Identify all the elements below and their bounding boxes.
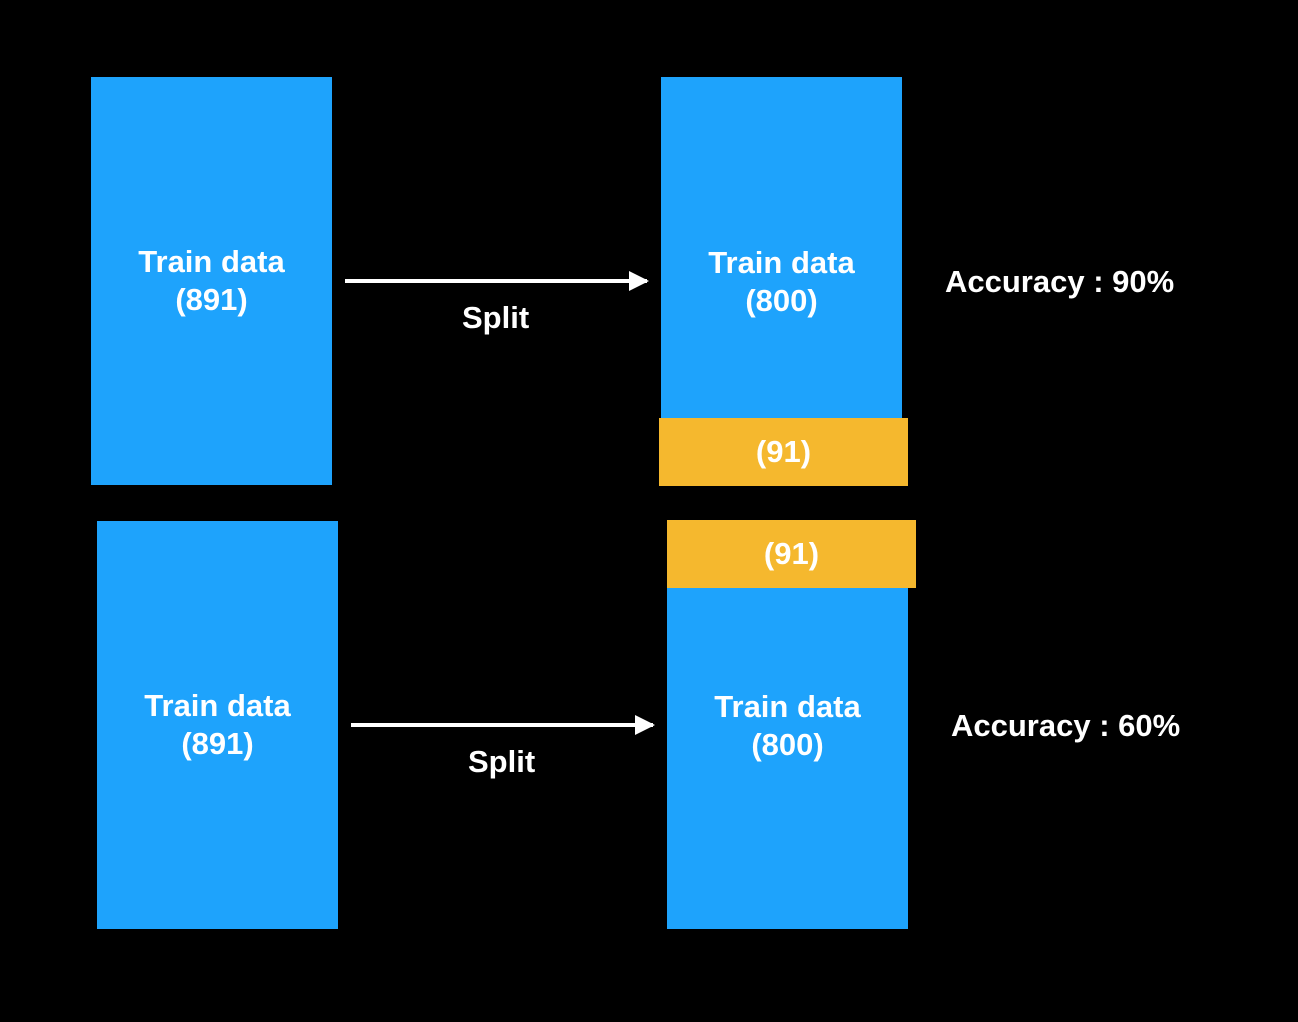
source-train-count-1: (891) [175,282,248,317]
split-arrow-2 [351,715,655,735]
holdout-box-1: (91) [659,418,908,486]
holdout-box-2: (91) [667,520,916,588]
source-train-title-1: Train data [138,244,285,279]
split-train-box-2: Train data (800) [667,587,908,929]
holdout-count-2: (91) [763,536,820,571]
arrow-head-1 [629,271,649,291]
split-train-title-2: Train data [714,689,861,724]
accuracy-label-1: Accuracy : 90% [945,264,1175,299]
accuracy-label-2: Accuracy : 60% [951,708,1181,743]
source-train-count-2: (891) [181,726,254,761]
holdout-count-1: (91) [755,434,812,469]
split-train-count-1: (800) [745,283,818,318]
source-train-box-1: Train data (891) [91,77,332,485]
split-train-box-1: Train data (800) [661,77,902,418]
split-arrow-1 [345,271,649,291]
source-train-title-2: Train data [144,688,291,723]
split-label-1: Split [462,300,530,335]
split-label-2: Split [468,744,536,779]
split-train-count-2: (800) [751,727,824,762]
split-train-title-1: Train data [708,245,855,280]
arrow-head-2 [635,715,655,735]
source-train-box-2: Train data (891) [97,521,338,929]
